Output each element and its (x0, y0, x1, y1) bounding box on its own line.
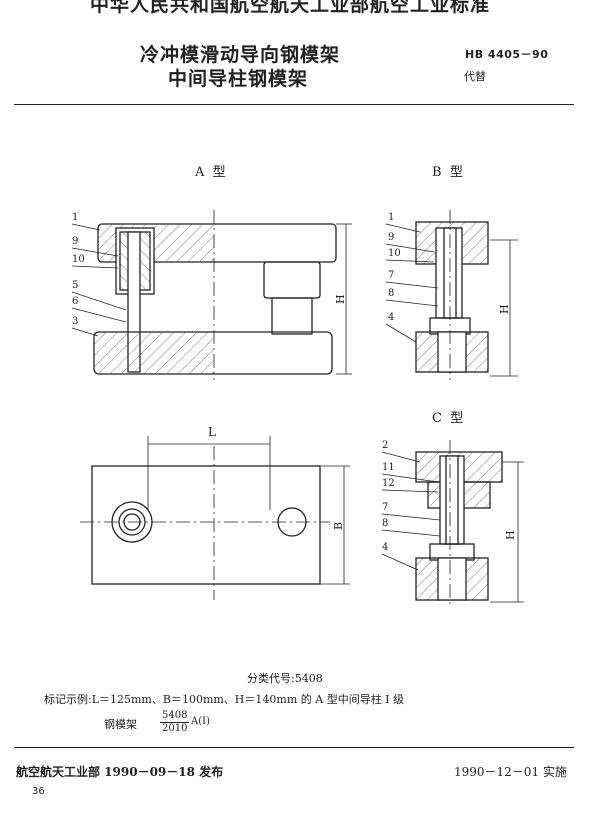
callout-a-5: 5 (72, 280, 78, 291)
callout-b-9: 9 (388, 232, 394, 243)
marking-denominator: 2010 (162, 723, 188, 734)
header-divider (14, 104, 574, 105)
guide-post-circle (277, 507, 307, 537)
classification-code: 分类代号:5408 (247, 672, 323, 685)
standard-code: HB 4405－90 (465, 48, 549, 61)
callout-c-8: 8 (382, 518, 388, 529)
dim-h-b: H (498, 304, 511, 314)
callout-a-6: 6 (72, 296, 78, 307)
callout-a-3: 3 (72, 316, 78, 327)
issuer-line: 航空航天工业部 1990－09－18 发布 (16, 765, 224, 779)
org-banner: 中华人民共和国航空航天工业部航空工业标准 (90, 0, 491, 16)
marking-numerator: 5408 (160, 710, 190, 723)
implementation-date: 1990－12－01 实施 (454, 765, 567, 779)
callout-c-2: 2 (382, 440, 388, 451)
type-a-view: A 型 H 1 9 10 5 6 3 (71, 165, 352, 380)
callout-b-7: 7 (388, 270, 394, 281)
standard-title-line1: 冷冲模滑动导向钢模架 (140, 44, 341, 66)
callout-c-4: 4 (382, 542, 388, 553)
callout-c-7: 7 (382, 502, 388, 513)
footer-divider (14, 747, 574, 748)
marking-label: 钢模架 (104, 718, 137, 731)
dim-b-label: B (332, 522, 345, 530)
callout-c-12: 12 (382, 478, 395, 489)
type-c-view: C 型 H 2 11 12 7 8 4 (381, 411, 524, 608)
callout-a-9: 9 (72, 236, 78, 247)
dim-l-label: L (208, 425, 216, 439)
type-c-label: C 型 (432, 411, 463, 426)
type-a-label: A 型 (194, 165, 226, 180)
replaces-label: 代替 (464, 70, 486, 83)
marking-suffix: A(I) (191, 716, 210, 727)
callout-b-1: 1 (388, 212, 394, 223)
callout-c-11: 11 (382, 462, 395, 473)
dim-h-a: H (334, 294, 347, 304)
callout-b-8: 8 (388, 288, 394, 299)
callout-a-10: 10 (72, 254, 85, 265)
type-b-label: B 型 (432, 165, 463, 180)
technical-drawing: A 型 H 1 9 10 5 6 3 (71, 165, 524, 608)
standard-title-line2: 中间导柱钢模架 (168, 68, 309, 90)
dim-h-c: H (504, 530, 517, 540)
callout-b-10: 10 (388, 248, 401, 259)
marking-example: 标记示例:L＝125mm、B＝100mm、H＝140mm 的 A 型中间导柱 I… (44, 693, 405, 706)
callout-b-4: 4 (388, 312, 394, 323)
callout-a-1: 1 (72, 212, 78, 223)
page-number: 36 (32, 786, 45, 797)
plan-view: L B (80, 425, 350, 600)
guide-bush-circle (111, 501, 153, 543)
die-set-outline (91, 465, 321, 585)
marking-fraction: 5408 2010 (160, 710, 190, 735)
type-b-view: B 型 H 1 9 10 7 8 4 (385, 165, 518, 380)
